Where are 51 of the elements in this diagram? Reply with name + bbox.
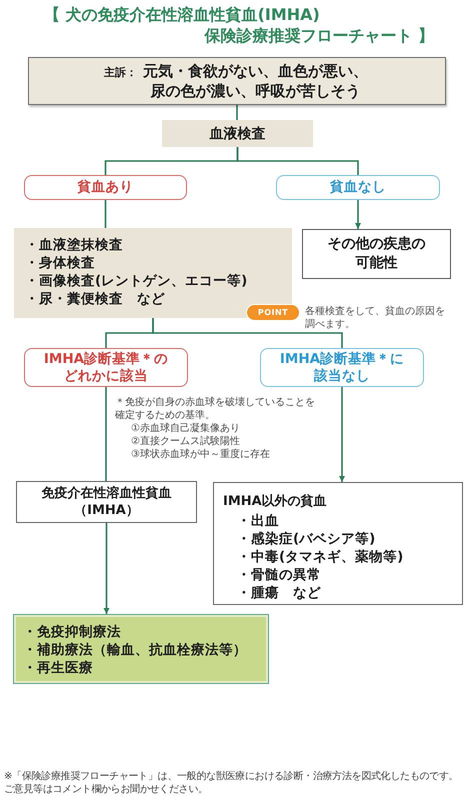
footnote: ご意見等はコメント欄からお聞かせください。 xyxy=(4,783,209,796)
connector-line xyxy=(236,147,359,175)
list-item: ・血液塗抹検査 xyxy=(25,236,124,254)
connector-line xyxy=(236,105,238,120)
criteria-item: ②直接クームス試験陽性 xyxy=(130,435,241,448)
connector-line xyxy=(152,318,343,348)
anemia-list-box xyxy=(213,482,463,605)
treatment-box xyxy=(13,614,269,684)
complaint-text: 元気・食欲がない、血色が悪い、尿の色が濃い、呼吸が苦しそう xyxy=(142,61,369,101)
result-box xyxy=(302,229,451,279)
footnote: ※「保険診療推奨フローチャート」は、一般的な獣医療における診断・治療方法を図式化したものです。 xyxy=(4,770,460,783)
arrow xyxy=(104,523,110,614)
branch-box xyxy=(24,348,188,387)
exam-list-box xyxy=(14,228,292,318)
arrow xyxy=(339,387,345,482)
list-item: ・尿・糞便検査 など xyxy=(25,290,166,308)
branch-text: IMHA診断基準＊のどれかに該当 xyxy=(42,350,170,384)
complaint-label: 主訴： xyxy=(104,65,137,81)
list-item: ・腫瘍 など xyxy=(236,584,322,602)
branch-text: 貧血なし xyxy=(330,179,386,196)
branch-box xyxy=(24,175,187,200)
complaint-box xyxy=(28,57,446,105)
branch-text: IMHA診断基準＊に該当なし xyxy=(278,350,406,384)
process-box xyxy=(162,120,313,147)
list-item: ・身体検査 xyxy=(25,254,96,272)
list-item: ・感染症(バベシア等) xyxy=(236,530,376,548)
note-text: 各種検査をして、貧血の原因を調べます。 xyxy=(305,305,446,331)
arrow xyxy=(355,200,361,229)
box-text: その他の疾患の可能性 xyxy=(326,235,426,273)
branch-text: 貧血あり xyxy=(78,179,134,196)
box-text: 免疫介在性溶血性貧血（IMHA） xyxy=(40,485,172,519)
list-item: ・再生医療 xyxy=(23,659,94,677)
box-heading: IMHA以外の貧血 xyxy=(223,493,328,511)
point-tag xyxy=(246,304,300,321)
branch-box xyxy=(260,348,424,387)
box-text: 血液検査 xyxy=(210,124,266,142)
criteria-item: ③球状赤血球が中～重度に存在 xyxy=(130,448,271,461)
list-item: ・中毒(タマネギ、薬物等) xyxy=(236,548,404,566)
list-item: ・補助療法（輸血、抗血栓療法等） xyxy=(23,641,248,659)
criteria-item: ①赤血球自己凝集像あり xyxy=(130,422,241,435)
diagnosis-box xyxy=(16,481,197,523)
list-item: ・画像検査(レントゲン、エコー等) xyxy=(25,272,248,290)
branch-box xyxy=(276,175,440,200)
connector-line xyxy=(105,387,107,481)
list-item: ・骨髄の異常 xyxy=(236,566,322,584)
connector-line xyxy=(104,200,106,228)
tag-text: POINT xyxy=(258,308,288,317)
criteria-note: ＊免疫が自身の赤血球を破壊していることを確定するための基準。 xyxy=(115,396,316,422)
list-item: ・免疫抑制療法 xyxy=(23,623,122,641)
list-item: ・出血 xyxy=(236,512,280,530)
chart-title: 【 犬の免疫介在性溶血性貧血(IMHA) 保険診療推奨フローチャート 】 xyxy=(44,4,434,46)
